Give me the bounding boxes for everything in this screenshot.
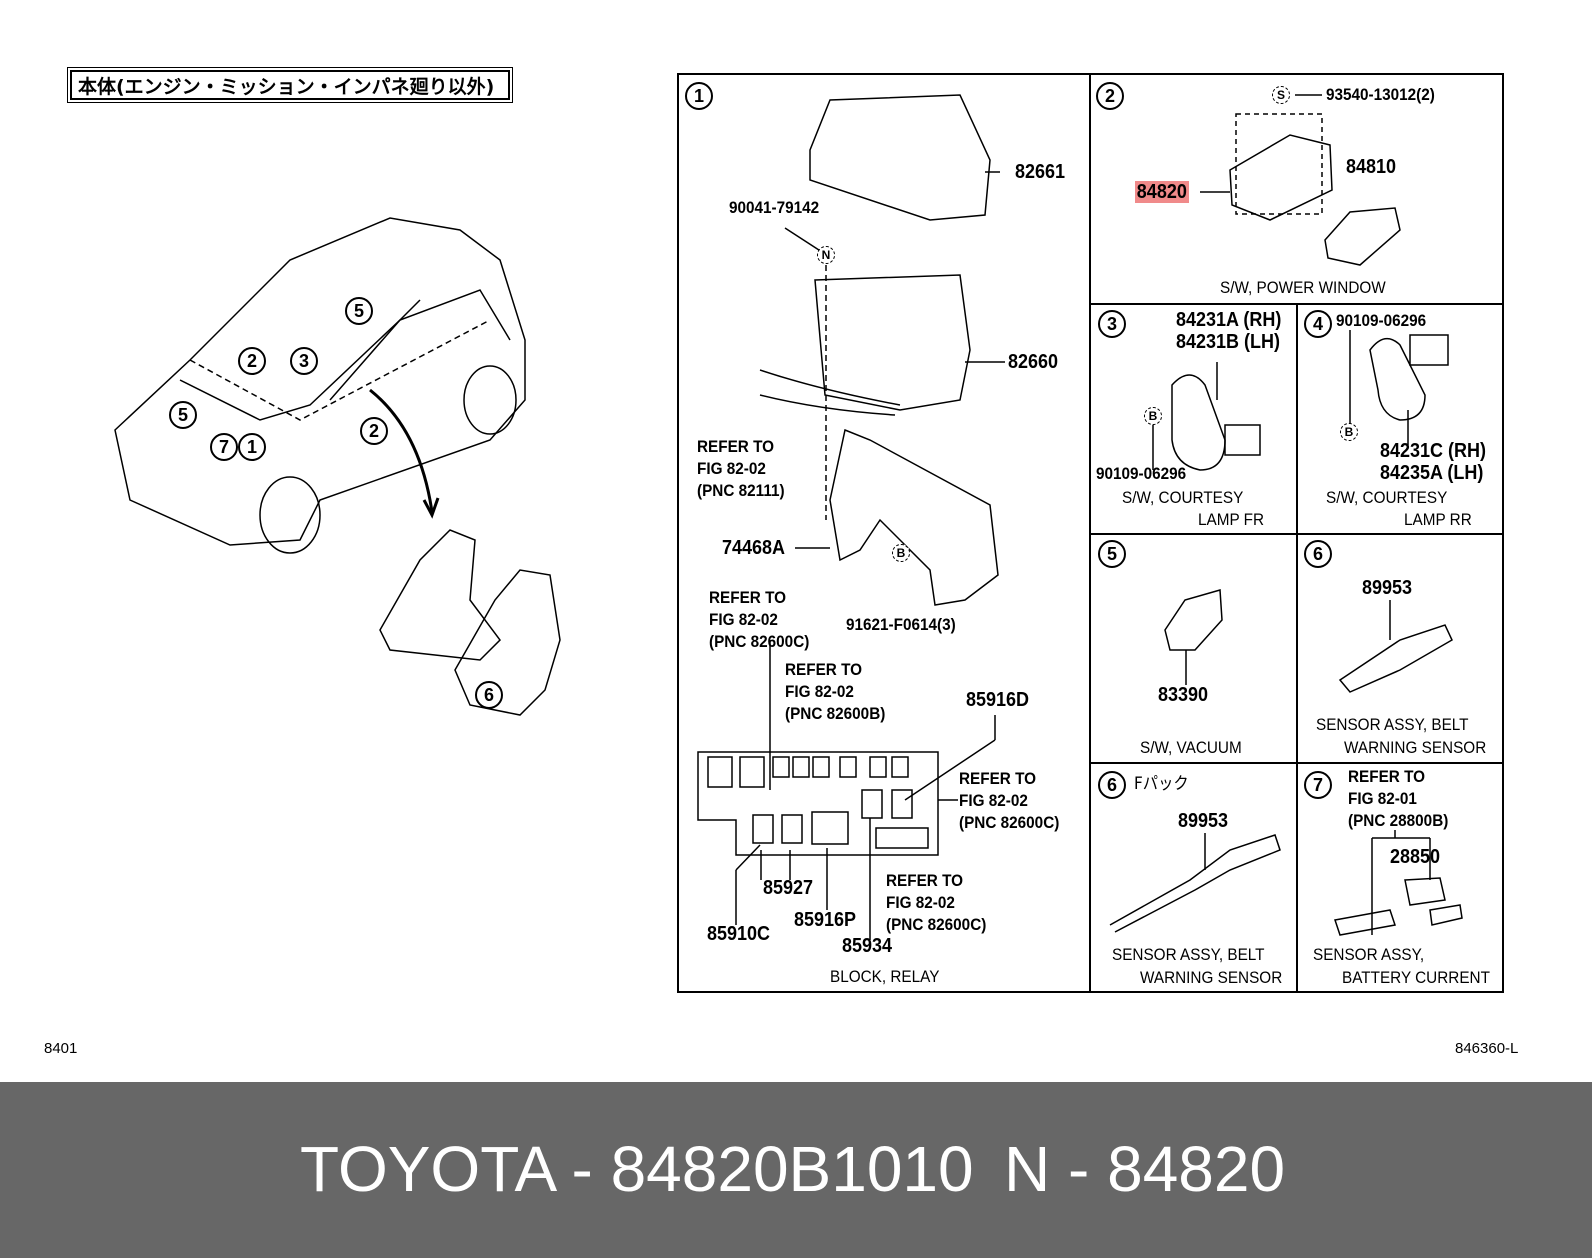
marker-n: N: [817, 246, 835, 264]
header-note: 本体(エンジン・ミッション・インパネ廻り以外): [67, 67, 513, 103]
marker-b: B: [1144, 407, 1162, 425]
panel-2-caption: S/W, POWER WINDOW: [1220, 278, 1386, 297]
panel-4-caption-2: LAMP RR: [1404, 510, 1472, 529]
panel-5-caption: S/W, VACUUM: [1140, 738, 1242, 757]
part-89953[interactable]: 89953: [1362, 577, 1413, 599]
seats-drawing: [379, 529, 561, 716]
panel-3-caption-2: LAMP FR: [1198, 510, 1265, 529]
callout-4: 5: [345, 297, 373, 325]
panel-6b-number: 6: [1098, 771, 1126, 799]
refer-82111: REFER TO FIG 82-02 (PNC 82111): [697, 437, 785, 500]
refer-82600c-b: REFER TO FIG 82-02 (PNC 82600C): [959, 769, 1060, 832]
car-drawing: [114, 217, 526, 554]
relay-block-drawing: [697, 94, 1005, 940]
part-85934[interactable]: 85934: [842, 935, 893, 957]
part-82661[interactable]: 82661: [1015, 161, 1066, 183]
panel-4-caption: S/W, COURTESY: [1326, 488, 1448, 507]
panel-3-caption: S/W, COURTESY: [1122, 488, 1244, 507]
panel-2-number: 2: [1096, 82, 1124, 110]
panel-1-number: 1: [685, 82, 713, 110]
part-84231a[interactable]: 84231A (RH): [1176, 309, 1282, 331]
marker-b: B: [1340, 423, 1358, 441]
panel-1-caption: BLOCK, RELAY: [830, 967, 940, 986]
part-74468a[interactable]: 74468A: [722, 537, 786, 559]
power-window-switch-drawing: [1200, 94, 1401, 266]
marker-s: S: [1272, 86, 1290, 104]
panel-7-caption-2: BATTERY CURRENT: [1342, 968, 1490, 987]
part-85916d[interactable]: 85916D: [966, 689, 1030, 711]
courtesy-switch-drawing: [1152, 330, 1449, 471]
footer-pnc: N - 84820: [1004, 1133, 1286, 1205]
page-code-right: 846360-L: [1455, 1040, 1519, 1057]
part-28850[interactable]: 28850: [1390, 846, 1441, 868]
part-85916p[interactable]: 85916P: [794, 909, 857, 931]
part-84231b[interactable]: 84231B (LH): [1176, 331, 1281, 353]
part-85910c[interactable]: 85910C: [707, 923, 771, 945]
footer-part-number: TOYOTA - 84820B1010: [300, 1133, 974, 1205]
callout-1: 1: [238, 433, 266, 461]
part-90109-06296[interactable]: 90109-06296: [1336, 311, 1427, 330]
panel-7-number: 7: [1304, 771, 1332, 799]
panel-6b-subtitle: Fパック: [1134, 774, 1189, 794]
part-84235a[interactable]: 84235A (LH): [1380, 462, 1484, 484]
part-84231c[interactable]: 84231C (RH): [1380, 440, 1487, 462]
panel-6b-caption-2: WARNING SENSOR: [1140, 968, 1283, 987]
vacuum-switch-drawing: [1164, 589, 1223, 685]
part-84810[interactable]: 84810: [1346, 156, 1397, 178]
marker-b: B: [892, 544, 910, 562]
callout-6: 6: [475, 681, 503, 709]
parts-diagram: 本体(エンジン・ミッション・インパネ廻り以外): [44, 67, 1519, 1057]
footer-banner: TOYOTA - 84820B1010 N - 84820: [0, 1082, 1592, 1258]
panel-3-number: 3: [1098, 310, 1126, 338]
callout-2b: 2: [360, 417, 388, 445]
part-84820-highlighted[interactable]: 84820: [1135, 181, 1189, 203]
part-90109-06296[interactable]: 90109-06296: [1096, 464, 1187, 483]
callout-2: 2: [238, 347, 266, 375]
callout-3: 3: [290, 347, 318, 375]
panel-6-caption: SENSOR ASSY, BELT: [1316, 715, 1469, 734]
part-91621-f0614[interactable]: 91621-F0614(3): [846, 615, 956, 634]
panel-6b-caption: SENSOR ASSY, BELT: [1112, 945, 1265, 964]
part-85927[interactable]: 85927: [763, 877, 814, 899]
panel-frame: [677, 73, 1504, 993]
refer-82600b: REFER TO FIG 82-02 (PNC 82600B): [785, 660, 886, 723]
part-83390[interactable]: 83390: [1158, 684, 1209, 706]
panel-6-caption-2: WARNING SENSOR: [1344, 738, 1487, 757]
panel-7-caption: SENSOR ASSY,: [1313, 945, 1425, 964]
part-82660[interactable]: 82660: [1008, 351, 1059, 373]
refer-82600c-a: REFER TO FIG 82-02 (PNC 82600C): [709, 588, 810, 651]
battery-sensor-drawing: [1334, 830, 1463, 936]
refer-28800b: REFER TO FIG 82-01 (PNC 28800B): [1348, 767, 1449, 830]
refer-82600c-c: REFER TO FIG 82-02 (PNC 82600C): [886, 871, 987, 934]
diagram-drawing: [114, 73, 1504, 993]
callout-7: 7: [210, 433, 238, 461]
belt-sensor-drawing: [1109, 600, 1453, 933]
panel-6-number: 6: [1304, 540, 1332, 568]
panel-5-number: 5: [1098, 540, 1126, 568]
callout-5: 5: [169, 401, 197, 429]
panel-4-number: 4: [1304, 310, 1332, 338]
part-90041-79142[interactable]: 90041-79142: [729, 198, 820, 217]
page-code-left: 8401: [44, 1040, 78, 1057]
part-89953[interactable]: 89953: [1178, 810, 1229, 832]
part-93540-13012[interactable]: 93540-13012(2): [1326, 85, 1435, 104]
